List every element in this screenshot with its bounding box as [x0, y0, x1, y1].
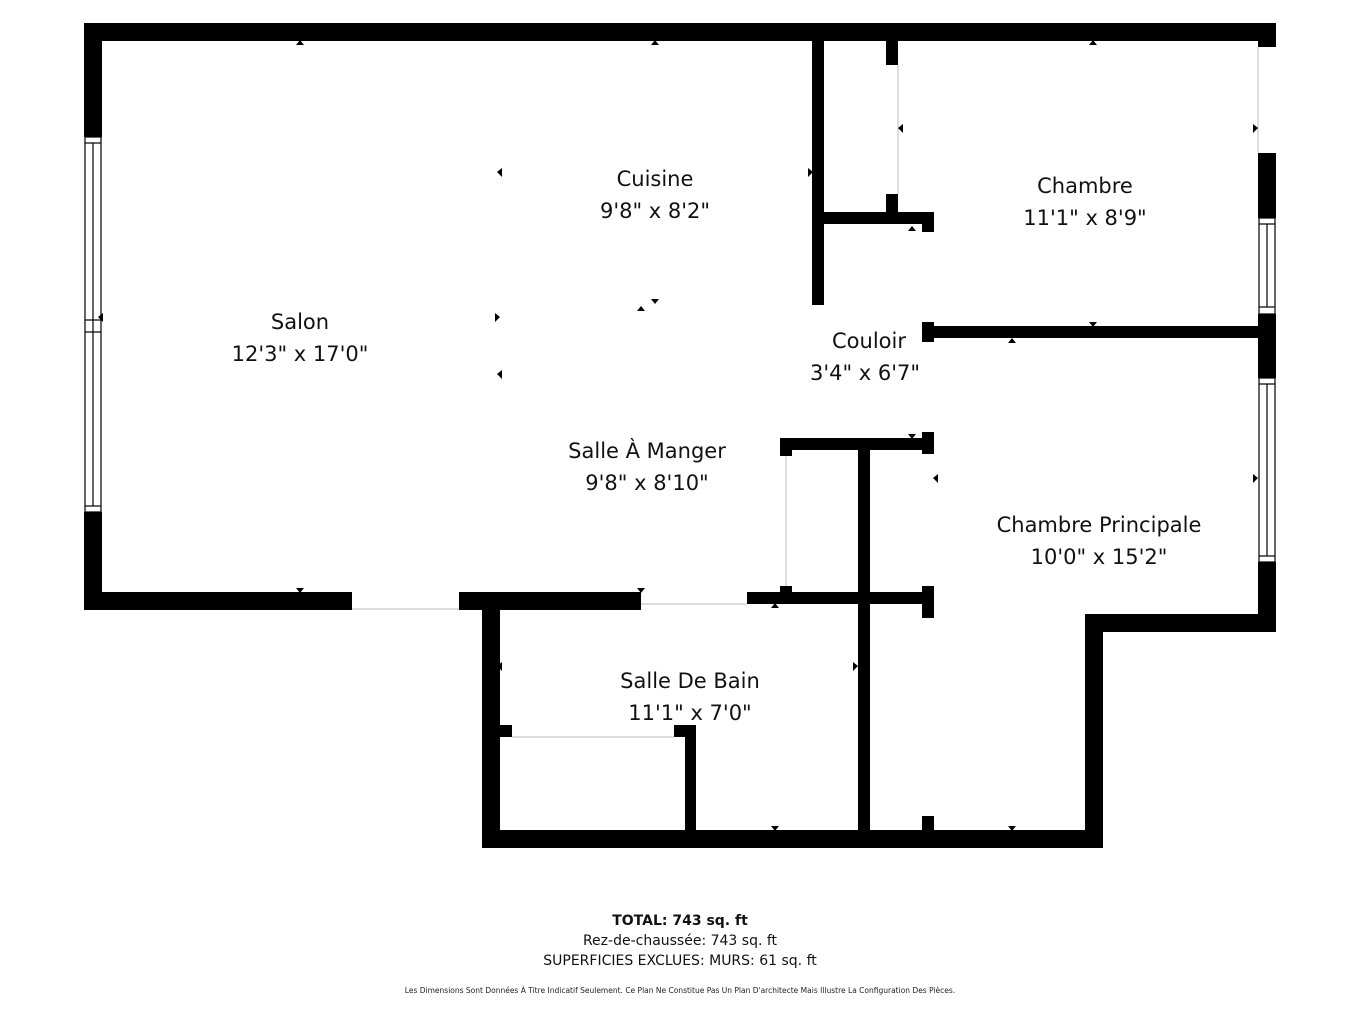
floor-area: Rez-de-chaussée: 743 sq. ft: [582, 933, 778, 949]
walls: [84, 23, 1276, 848]
room-dims-chambre: 11'1" x 8'9": [1023, 206, 1146, 230]
room-name-chambre-principale: Chambre Principale: [997, 513, 1202, 537]
excluded-area: SUPERFICIES EXCLUES: MURS: 61 sq. ft: [543, 953, 817, 969]
room-name-chambre: Chambre: [1037, 174, 1133, 198]
room-name-cuisine: Cuisine: [617, 167, 694, 191]
room-name-salon: Salon: [271, 310, 329, 334]
room-name-couloir: Couloir: [832, 329, 906, 353]
room-dims-cuisine: 9'8" x 8'2": [600, 199, 710, 223]
room-name-salle-a-manger: Salle À Manger: [568, 438, 726, 463]
room-dims-chambre-principale: 10'0" x 15'2": [1031, 545, 1168, 569]
disclaimer: Les Dimensions Sont Données À Titre Indi…: [404, 986, 956, 995]
room-dims-salle-de-bain: 11'1" x 7'0": [628, 701, 751, 725]
windows: [84, 136, 1276, 563]
room-name-salle-de-bain: Salle De Bain: [620, 669, 760, 693]
total-area: TOTAL: 743 sq. ft: [612, 913, 748, 929]
room-dims-salon: 12'3" x 17'0": [232, 342, 369, 366]
room-dims-salle-a-manger: 9'8" x 8'10": [585, 471, 708, 495]
room-dims-couloir: 3'4" x 6'7": [810, 361, 920, 385]
room-labels: Salon 12'3" x 17'0" Cuisine 9'8" x 8'2" …: [232, 167, 1202, 725]
dimension-markers: [98, 40, 1258, 831]
openings: [352, 47, 1259, 738]
